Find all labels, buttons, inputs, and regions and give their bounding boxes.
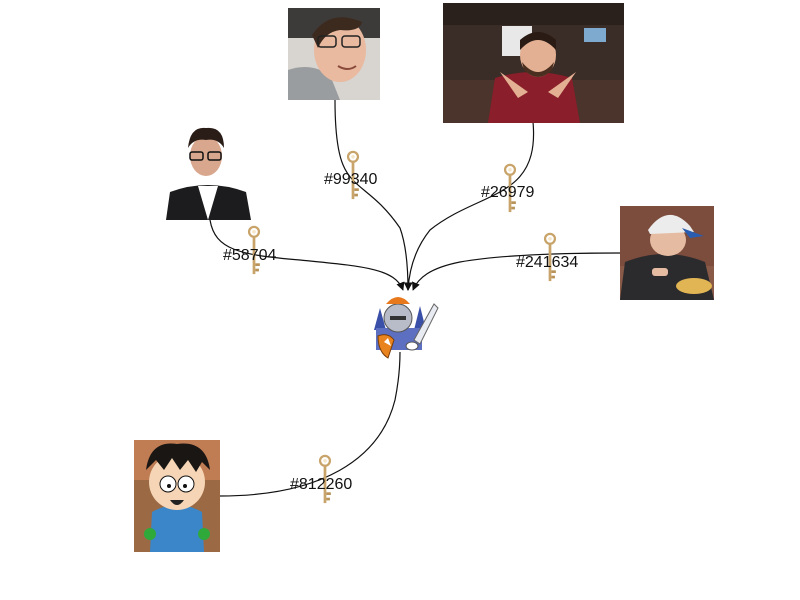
center-node-knight-castle-icon[interactable] [374, 297, 439, 359]
edge-n5 [219, 351, 401, 497]
edge-n1 [334, 99, 413, 291]
node-n5[interactable] [134, 440, 220, 552]
edge-label-n4: #241634 [516, 254, 578, 271]
edge-label-n5: #812260 [290, 476, 352, 493]
edge-label-n3: #58704 [223, 247, 276, 264]
edge-label-n1: #99340 [324, 171, 377, 188]
edge-n4 [412, 252, 621, 291]
node-n4[interactable] [620, 206, 714, 300]
edge-n2 [404, 121, 535, 291]
edge-label-n2: #26979 [481, 184, 534, 201]
node-n1[interactable] [288, 8, 380, 100]
node-n2[interactable] [443, 3, 624, 123]
edges [209, 99, 621, 497]
edge-labels: #99340 #26979 #58704 #241634 #812260 [223, 171, 578, 493]
edge-n3 [209, 219, 405, 291]
node-n3[interactable] [166, 127, 251, 220]
